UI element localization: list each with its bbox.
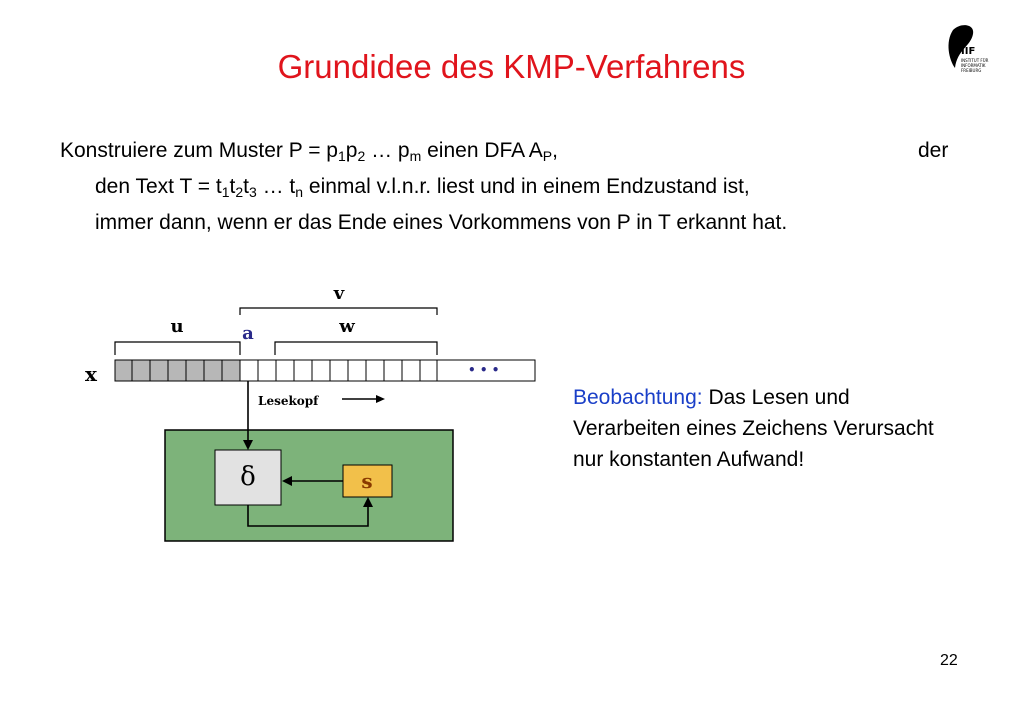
svg-text:INFORMATIK: INFORMATIK	[961, 63, 986, 68]
observation-note: Beobachtung: Das Lesen und Verarbeiten e…	[573, 382, 953, 475]
tape-ellipsis: • • •	[468, 363, 499, 377]
page-number: 22	[940, 652, 958, 669]
slide-title: Grundidee des KMP-Verfahrens	[277, 48, 746, 85]
statement-der: der	[918, 139, 949, 162]
state-symbol: s	[361, 469, 372, 493]
dfa-statement: Konstruiere zum Muster P = p1p2 … pm ein…	[60, 133, 960, 241]
statement-line-3: immer dann, wenn er das Ende eines Vorko…	[95, 211, 788, 234]
label-x: x	[85, 362, 98, 386]
iif-logo: IIF INSTITUT FÜR INFORMATIK FREIBURG	[948, 25, 989, 73]
delta-to-state-arrow	[247, 505, 369, 527]
tape-cells	[131, 360, 438, 381]
svg-text:IIF: IIF	[961, 46, 975, 57]
state-box	[342, 464, 393, 498]
automaton-box	[164, 429, 454, 542]
observation-label: Beobachtung:	[573, 386, 703, 409]
label-u: u	[170, 316, 183, 337]
tape-read-part	[114, 359, 241, 382]
kmp-automaton-diagram: v u a w x • • • Lesekopf δ s	[85, 283, 536, 542]
brace-u	[114, 341, 241, 355]
statement-line-1: Konstruiere zum Muster P = p1p2 … pm ein…	[60, 133, 960, 169]
lesekopf-label: Lesekopf	[258, 394, 319, 408]
delta-box	[214, 449, 282, 506]
svg-text:FREIBURG: FREIBURG	[961, 68, 981, 73]
delta-symbol: δ	[240, 462, 256, 492]
label-w: w	[338, 316, 355, 337]
label-a: a	[242, 323, 254, 344]
observation-text: Das Lesen und Verarbeiten eines Zeichens…	[573, 386, 934, 471]
label-v: v	[333, 283, 345, 304]
brace-v	[239, 307, 438, 315]
tape-unread-part	[239, 359, 536, 382]
brace-w	[274, 341, 438, 355]
svg-text:INSTITUT FÜR: INSTITUT FÜR	[961, 58, 989, 63]
statement-line-2: den Text T = t1t2t3 … tn einmal v.l.n.r.…	[95, 175, 750, 200]
